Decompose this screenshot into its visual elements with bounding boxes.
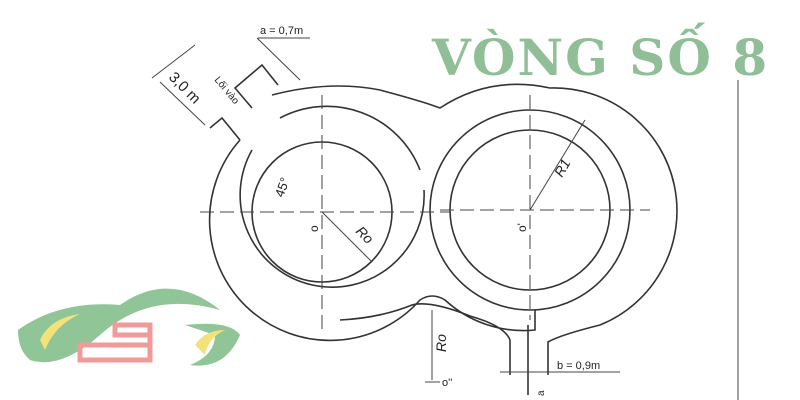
label-radius-right: R1 (551, 156, 574, 180)
middle-lane-left-top (279, 105, 421, 171)
radius-right (529, 119, 586, 211)
label-center-bottom: o'' (442, 377, 452, 389)
label-entry-width: 3,0 m (165, 69, 204, 108)
outer-boundary-top (271, 83, 678, 375)
label-center-left: o (307, 225, 321, 232)
label-angle: 45° (272, 175, 293, 199)
outer-boundary-waist (339, 303, 511, 341)
radius-left (321, 211, 373, 263)
label-exit-width: b = 0,9m (557, 360, 600, 372)
dim-line (159, 81, 206, 126)
entry-right (233, 63, 279, 109)
logo (18, 288, 240, 366)
outer-boundary-bottom (208, 139, 536, 342)
label-exit-lane: a (536, 390, 547, 396)
dim-line (151, 44, 196, 79)
label-radius-left: Ro (353, 223, 377, 247)
dim-line (256, 37, 301, 81)
entry-left (209, 116, 241, 141)
label-center-right: o' (515, 223, 529, 232)
label-radius-bottom: Ro (433, 334, 449, 352)
label-lane-width: a = 0,7m (260, 25, 303, 37)
page-title: VÒNG SỐ 8 (432, 28, 770, 87)
middle-lane-left (239, 149, 425, 288)
